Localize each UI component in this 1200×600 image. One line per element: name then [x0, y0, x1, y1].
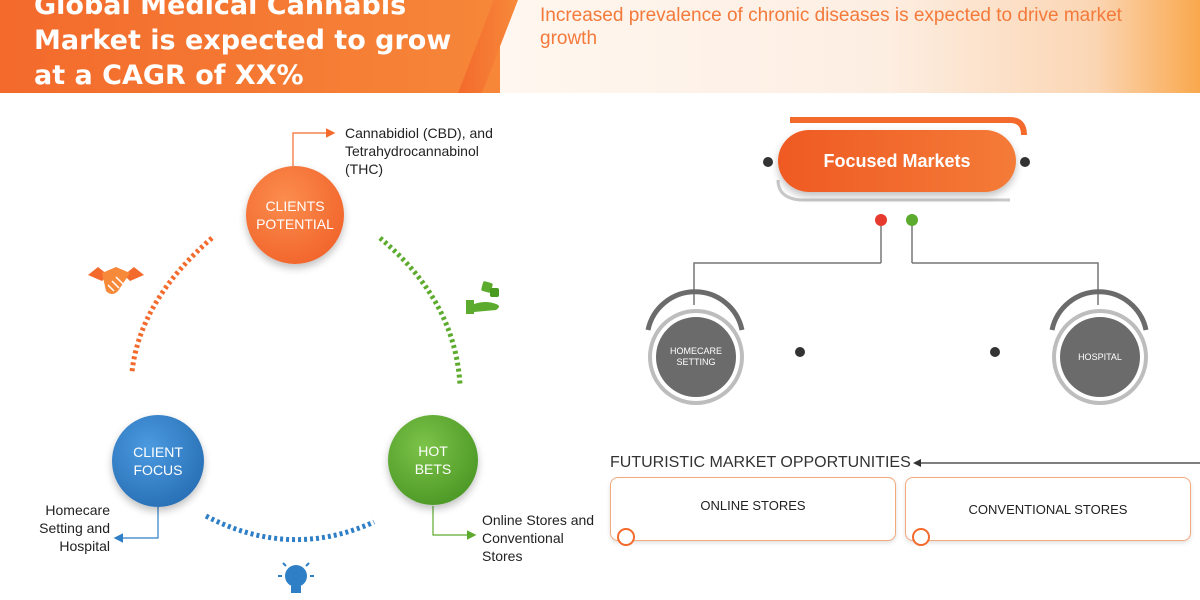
focused-markets-title: Focused Markets	[823, 150, 971, 171]
homecare-setting-label: HOMECARE SETTING	[669, 346, 722, 367]
opportunities-title: FUTURISTIC MARKET OPPORTUNITIES	[610, 454, 911, 471]
online-stores-label: ONLINE STORES	[700, 498, 806, 513]
page-title: Global Medical Cannabis Market is expect…	[34, 0, 452, 91]
hot-bets-note: Online Stores and Conventional Stores	[482, 512, 595, 564]
homecare-setting-node: HOMECARE SETTING	[652, 313, 740, 401]
client-focus-label: CLIENT FOCUS	[133, 444, 183, 478]
hospital-label: HOSPITAL	[1078, 351, 1122, 362]
focused-markets-pill: Focused Markets	[778, 130, 1016, 192]
client-focus-note: Homecare Setting and Hospital	[39, 502, 110, 554]
hot-bets-label: HOT BETS	[414, 443, 452, 477]
connector-hot-bets	[432, 506, 477, 540]
clients-potential-node: CLIENTS POTENTIAL	[246, 166, 344, 264]
hand-holding-dice-icon	[466, 281, 499, 314]
arc-orange	[129, 236, 214, 373]
hospital-node: HOSPITAL	[1056, 313, 1144, 401]
opportunity-bullet	[617, 528, 635, 546]
arc-green	[378, 236, 463, 386]
header-light-panel	[500, 0, 1200, 93]
client-focus-node: CLIENT FOCUS	[112, 415, 204, 507]
connector-client-focus	[113, 506, 159, 543]
lightbulb-icon	[278, 562, 314, 593]
clients-potential-note: Cannabidiol (CBD), and Tetrahydrocannabi…	[345, 125, 493, 177]
opportunity-conventional-stores: CONVENTIONAL STORES	[905, 477, 1191, 546]
opportunity-bullet	[912, 528, 930, 546]
opportunity-online-stores: ONLINE STORES	[610, 477, 896, 546]
header-banner: Global Medical Cannabis Market is expect…	[0, 0, 1200, 93]
clients-potential-label: CLIENTS POTENTIAL	[256, 198, 334, 232]
cycle-connectors	[88, 128, 499, 593]
handshake-icon	[88, 267, 144, 294]
connector-clients-potential	[292, 128, 336, 166]
page-subtitle: Increased prevalence of chronic diseases…	[540, 5, 1122, 49]
hot-bets-node: HOT BETS	[388, 415, 478, 505]
conventional-stores-label: CONVENTIONAL STORES	[968, 502, 1128, 517]
